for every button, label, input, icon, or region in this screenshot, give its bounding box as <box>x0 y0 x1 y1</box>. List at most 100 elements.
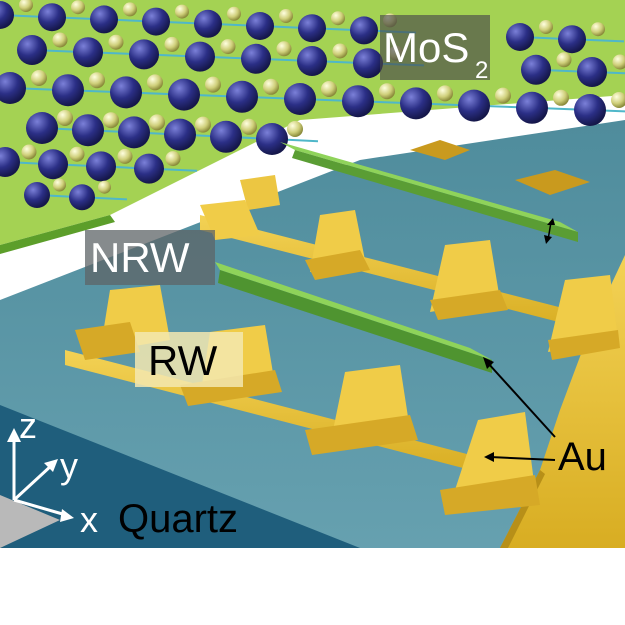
molybdenum-atom <box>0 72 26 104</box>
molybdenum-atom <box>574 94 606 126</box>
waveguide-top <box>280 142 578 232</box>
sulfur-atom <box>331 11 345 26</box>
sulfur-atom <box>52 32 68 48</box>
waveguide-top-side <box>292 150 578 242</box>
sulfur-atom <box>164 36 180 52</box>
sulfur-atom <box>495 87 511 104</box>
molybdenum-atom <box>164 118 196 151</box>
molybdenum-atom <box>577 57 607 87</box>
molybdenum-atom <box>298 14 326 43</box>
sulfur-atom <box>556 52 572 68</box>
molybdenum-atom <box>0 1 14 29</box>
sulfur-atom <box>437 85 453 102</box>
molybdenum-atom <box>506 23 534 51</box>
sulfur-atom <box>539 20 553 34</box>
rw-label-box <box>135 332 243 387</box>
gold-pad-top-right-2 <box>515 170 590 195</box>
molybdenum-atom <box>69 184 95 211</box>
molybdenum-atom <box>86 151 116 182</box>
molybdenum-atom <box>458 89 490 122</box>
molybdenum-atom <box>558 25 586 54</box>
sulfur-atom <box>98 180 111 194</box>
sulfur-atom <box>165 151 181 167</box>
molybdenum-atom <box>226 80 258 113</box>
mos2-label: MoS <box>383 24 469 71</box>
substrate-corner <box>0 495 60 548</box>
molybdenum-atom <box>516 91 548 124</box>
molybdenum-atom <box>72 114 104 147</box>
molybdenum-atom <box>400 87 432 120</box>
sulfur-atom <box>220 39 236 55</box>
sulfur-atom <box>149 114 165 131</box>
molybdenum-atom <box>210 120 242 153</box>
sulfur-atom <box>57 110 73 126</box>
sulfur-atom <box>71 0 85 15</box>
sulfur-atom <box>117 148 133 164</box>
molybdenum-atom <box>241 43 271 74</box>
waveguide-nrw <box>215 262 492 360</box>
molybdenum-atom <box>17 35 47 65</box>
molybdenum-atom <box>168 78 200 111</box>
quartz-label: Quartz <box>118 497 238 541</box>
sulfur-atom <box>591 22 605 37</box>
sulfur-atom <box>263 78 279 95</box>
sulfur-atom <box>123 2 137 17</box>
molybdenum-atom <box>521 54 551 85</box>
gold-pad-top-right <box>410 140 470 160</box>
width-indicator-arrow <box>544 218 555 244</box>
molybdenum-atom <box>0 147 20 177</box>
molybdenum-atom <box>284 83 316 115</box>
sulfur-atom <box>241 118 257 135</box>
molybdenum-atom <box>246 12 274 40</box>
sulfur-atom <box>279 9 293 23</box>
y-axis-label: y <box>60 445 78 486</box>
sulfur-atom <box>227 6 241 21</box>
sulfur-atom <box>147 74 163 91</box>
sulfur-atom <box>321 81 337 97</box>
waveguide-nrw-side <box>218 270 492 373</box>
sulfur-atom <box>287 121 303 137</box>
sulfur-atom <box>103 112 119 129</box>
molybdenum-atom <box>38 3 66 32</box>
molybdenum-atom <box>24 182 50 208</box>
sulfur-atom <box>276 41 292 57</box>
molybdenum-atom <box>350 16 378 45</box>
molybdenum-atom <box>73 37 103 68</box>
molybdenum-atom <box>194 9 222 38</box>
sulfur-atom <box>69 146 85 162</box>
sulfur-atom <box>205 76 221 93</box>
sulfur-atom <box>31 70 47 86</box>
molybdenum-atom <box>90 5 118 34</box>
molybdenum-atom <box>297 46 327 76</box>
mos2-sheet-edge <box>0 215 115 254</box>
molybdenum-atom <box>185 41 215 72</box>
mos2-label-box <box>380 15 490 80</box>
coordinate-axes <box>7 428 74 522</box>
molybdenum-atom <box>118 116 150 149</box>
rw-label: RW <box>148 337 218 384</box>
molybdenum-atom <box>256 123 288 155</box>
molybdenum-atom <box>142 7 170 36</box>
sulfur-atom <box>53 178 66 192</box>
sulfur-atom <box>21 144 37 160</box>
molybdenum-atom <box>134 153 164 184</box>
sulfur-atom <box>195 116 211 133</box>
molybdenum-atom <box>342 85 374 118</box>
sulfur-atom <box>379 83 395 100</box>
molybdenum-atom <box>110 76 142 109</box>
below-figure-area <box>0 548 625 625</box>
sulfur-atom <box>612 54 625 70</box>
molybdenum-atom <box>129 39 159 70</box>
sulfur-atom <box>332 43 348 59</box>
nrw-label: NRW <box>90 234 190 281</box>
molybdenum-atom <box>52 74 84 107</box>
mos2-subscript: 2 <box>475 57 488 84</box>
au-pointer-arrows <box>483 357 556 462</box>
molybdenum-atom <box>353 48 383 79</box>
molybdenum-atom <box>38 149 68 180</box>
nrw-label-box <box>85 230 215 285</box>
sulfur-atom <box>611 92 625 108</box>
x-axis-label: x <box>80 499 98 540</box>
